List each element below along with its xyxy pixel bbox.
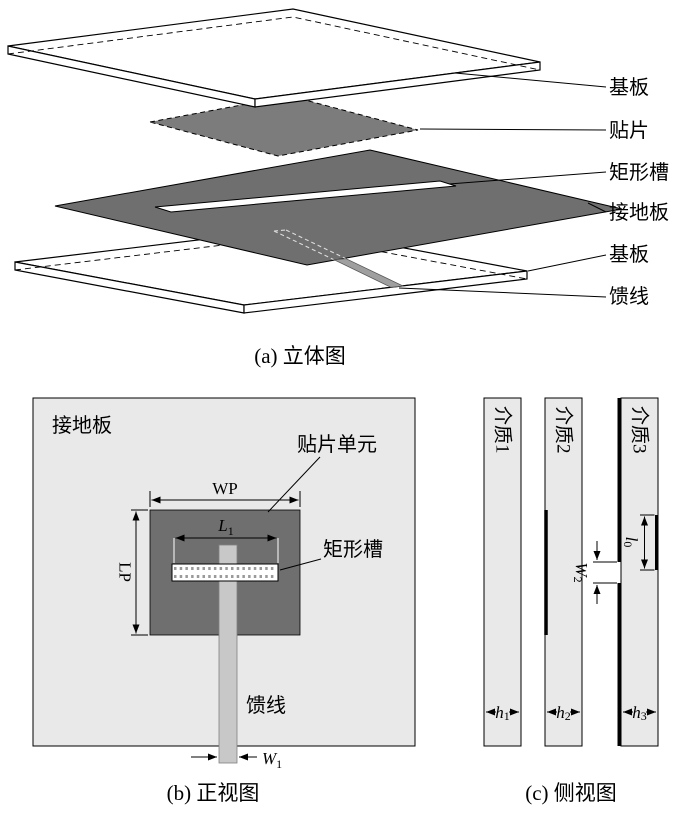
dim-l0: l0 — [621, 514, 655, 571]
dim-h3: h3 — [623, 703, 656, 724]
dim-h2-label: h2 — [556, 703, 571, 724]
feedline-visible-strip — [332, 258, 405, 288]
dim-w1-label: W1 — [262, 749, 282, 771]
leader-substrate-top — [454, 72, 607, 88]
dim-wp: WP — [149, 479, 301, 507]
leader-slot-front — [279, 558, 322, 571]
label-substrate-top: 基板 — [609, 76, 649, 99]
label-patch-unit: 贴片单元 — [297, 433, 377, 456]
leader-patch-unit — [267, 456, 321, 513]
feedline-front — [218, 544, 238, 764]
dim-w1: W1 — [191, 749, 282, 771]
substrate-top-top-face — [7, 8, 541, 100]
label-dielectric-3: 介质3 — [629, 406, 651, 454]
label-slot-front: 矩形槽 — [323, 538, 383, 561]
label-slot: 矩形槽 — [609, 161, 669, 184]
feedline-3d — [273, 229, 405, 288]
view-a-exploded: 基板 贴片 矩形槽 接地板 基板 馈线 (a) 立体图 — [7, 8, 669, 368]
dim-h1: h1 — [486, 703, 519, 724]
leader-substrate-bottom — [527, 254, 607, 272]
slot-3d — [154, 180, 457, 213]
dielectric-1 — [483, 397, 522, 747]
dim-wp-label: WP — [212, 479, 238, 498]
dim-l1: L1 — [173, 516, 279, 563]
label-feedline: 馈线 — [609, 285, 649, 308]
dim-h2: h2 — [547, 703, 580, 724]
label-dielectric-1: 介质1 — [492, 406, 514, 454]
caption-view-a: (a) 立体图 — [254, 344, 346, 368]
dim-w2: W2 — [571, 541, 617, 604]
ground-plane-3d — [54, 149, 623, 266]
view-c-side: 介质1 介质2 介质3 W2 l0 h1 — [483, 397, 659, 805]
substrate-top-hidden-edges — [7, 16, 541, 71]
ground-plane-face — [54, 149, 623, 266]
patch-3d — [149, 95, 419, 157]
leader-slot — [448, 171, 607, 185]
leader-ground — [587, 202, 607, 213]
dim-h3-label: h3 — [632, 703, 647, 724]
dim-l1-label: L1 — [217, 516, 233, 538]
substrate-bottom-right-face — [243, 270, 528, 314]
caption-view-c: (c) 侧视图 — [525, 781, 617, 805]
dim-w2-label: W2 — [571, 562, 592, 582]
dim-h1-label: h1 — [495, 703, 510, 724]
dielectric-2 — [544, 397, 583, 747]
label-patch: 贴片 — [609, 119, 649, 142]
label-ground: 接地板 — [609, 201, 669, 224]
view-b-front: 接地板 WP L1 LP — [32, 397, 416, 805]
leader-feedline — [398, 287, 607, 298]
label-substrate-bottom: 基板 — [609, 243, 649, 266]
dielectric-3 — [620, 397, 659, 747]
leader-patch — [419, 128, 607, 131]
label-ground-front: 接地板 — [52, 414, 112, 437]
dim-lp-label: LP — [116, 562, 135, 582]
dim-lp: LP — [116, 509, 148, 636]
substrate-top-3d — [7, 8, 541, 108]
caption-view-b: (b) 正视图 — [167, 781, 260, 805]
feedline-hidden-cap — [273, 229, 287, 232]
slot-rect — [171, 563, 279, 582]
leader-lines-a — [398, 72, 607, 298]
slot-front — [171, 563, 279, 582]
label-feed-front: 馈线 — [246, 694, 286, 717]
dim-l0-label: l0 — [621, 537, 642, 548]
label-dielectric-2: 介质2 — [553, 406, 575, 454]
